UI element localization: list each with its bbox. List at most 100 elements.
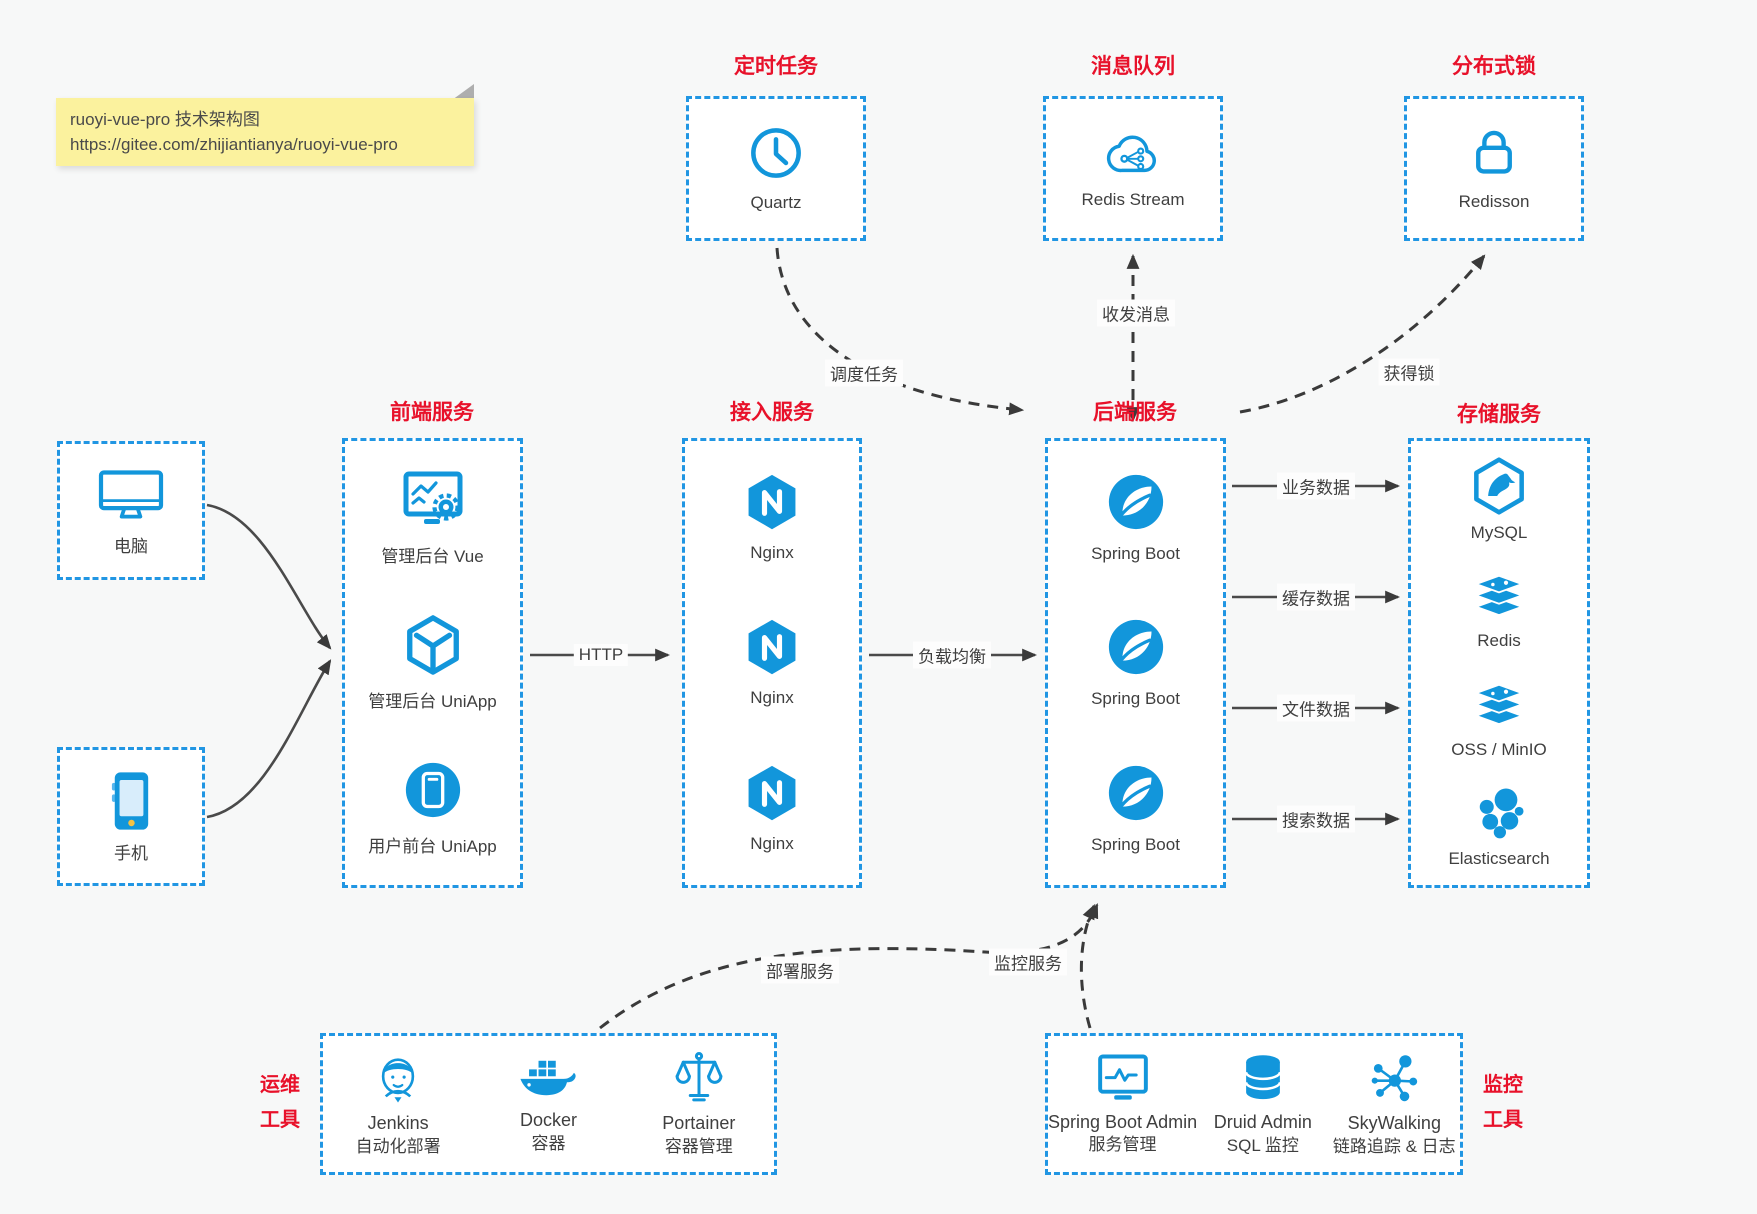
- edge-label-deploy-service: 部署服务: [761, 956, 839, 984]
- sticky-note: ruoyi-vue-pro 技术架构图 https://gitee.com/zh…: [56, 98, 474, 166]
- edge-label-send-receive-msg: 收发消息: [1097, 299, 1175, 327]
- node-quartz: Quartz: [689, 103, 863, 234]
- node-label: Nginx: [750, 833, 794, 853]
- node-docker: Docker 容器: [473, 1036, 623, 1172]
- node-portainer: Portainer 容器管理: [624, 1036, 774, 1172]
- tool-name: Docker: [519, 1110, 577, 1131]
- node-label: 手机: [114, 843, 148, 863]
- ops-tools-box: Jenkins 自动化部署 Docker 容器: [320, 1033, 777, 1175]
- node-label: Spring Boot: [1091, 834, 1180, 854]
- title-message-queue: 消息队列: [1091, 55, 1175, 78]
- spring-icon: [1108, 620, 1163, 675]
- redis-stack-icon: [1475, 574, 1523, 616]
- node-label: Nginx: [750, 688, 794, 708]
- tool-desc: 服务管理: [1088, 1135, 1157, 1155]
- tool-desc: 容器: [531, 1133, 566, 1153]
- admin-vue-icon: [403, 471, 462, 524]
- edge-phone-to-frontend: [206, 659, 332, 819]
- node-nginx-2: Nginx: [685, 590, 859, 735]
- node-label: Elasticsearch: [1448, 848, 1550, 868]
- edge-label-http: HTTP: [573, 644, 629, 666]
- node-label: 管理后台 UniApp: [368, 691, 497, 711]
- jenkins-icon: [381, 1058, 415, 1103]
- tool-name: Druid Admin: [1213, 1112, 1312, 1133]
- druid-icon: [1244, 1055, 1281, 1100]
- tool-name: Spring Boot Admin: [1048, 1111, 1198, 1132]
- note-fold-corner: [452, 84, 474, 100]
- phone-box: 手机: [57, 747, 205, 886]
- note-title: ruoyi-vue-pro 技术架构图: [70, 110, 260, 129]
- sba-icon: [1097, 1054, 1148, 1100]
- distributed-lock-box: Redisson: [1404, 96, 1584, 241]
- title-monitor-tools: 监控 工具: [1483, 1074, 1523, 1131]
- spring-icon: [1108, 765, 1163, 820]
- edge-monitor-service: [1079, 904, 1096, 1029]
- node-jenkins: Jenkins 自动化部署: [323, 1036, 473, 1172]
- node-label: Spring Boot: [1091, 544, 1180, 564]
- backend-box: Spring Boot Spring Boot Spring Boot: [1045, 438, 1226, 888]
- node-oss-minio: OSS / MinIO: [1411, 663, 1587, 772]
- node-user-uniapp: 用户前台 UniApp: [345, 736, 520, 881]
- node-phone: 手机: [60, 754, 202, 879]
- tool-desc: 容器管理: [664, 1136, 733, 1156]
- tool-name: SkyWalking: [1347, 1113, 1441, 1134]
- tool-desc: SQL 监控: [1226, 1135, 1299, 1155]
- node-label: Redisson: [1458, 192, 1530, 211]
- tool-name: Jenkins: [367, 1113, 429, 1134]
- title-ops-tools: 运维 工具: [260, 1074, 300, 1131]
- node-label: MySQL: [1470, 522, 1528, 542]
- title-frontend-services: 前端服务: [390, 401, 474, 424]
- pc-box: 电脑: [57, 441, 205, 580]
- edge-label-business-data: 业务数据: [1277, 472, 1355, 500]
- cube-icon: [406, 615, 459, 675]
- node-redisson: Redisson: [1407, 103, 1581, 234]
- title-scheduled-tasks: 定时任务: [734, 55, 818, 78]
- edge-pc-to-frontend: [206, 503, 332, 650]
- node-label: 用户前台 UniApp: [368, 837, 497, 857]
- clock-icon: [751, 128, 801, 178]
- title-distributed-lock: 分布式锁: [1452, 55, 1536, 78]
- title-storage-services: 存储服务: [1457, 403, 1541, 426]
- storage-box: MySQL Redis: [1408, 438, 1590, 888]
- portainer-icon: [675, 1052, 723, 1102]
- phone-circle-icon: [405, 763, 460, 818]
- node-label: OSS / MinIO: [1451, 739, 1547, 759]
- docker-icon: [520, 1061, 577, 1096]
- node-label: Redis Stream: [1081, 190, 1185, 209]
- note-url: https://gitee.com/zhijiantianya/ruoyi-vu…: [70, 134, 398, 154]
- edge-label-load-balance: 负载均衡: [913, 641, 991, 669]
- node-springboot-2: Spring Boot: [1048, 590, 1223, 735]
- node-nginx-3: Nginx: [685, 736, 859, 881]
- node-springboot-1: Spring Boot: [1048, 445, 1223, 590]
- tool-desc: 链路追踪 & 日志: [1332, 1136, 1456, 1156]
- node-elasticsearch: Elasticsearch: [1411, 772, 1587, 881]
- node-springboot-3: Spring Boot: [1048, 736, 1223, 881]
- gateway-box: Nginx Nginx Nginx: [682, 438, 862, 888]
- monitor-tools-box: Spring Boot Admin 服务管理 Druid Admin SQL 监…: [1045, 1033, 1463, 1175]
- node-druid-admin: Druid Admin SQL 监控: [1197, 1036, 1328, 1172]
- spring-icon: [1108, 475, 1163, 530]
- edge-label-schedule-task: 调度任务: [825, 359, 903, 387]
- node-mysql: MySQL: [1411, 445, 1587, 554]
- node-label: 电脑: [114, 536, 148, 556]
- node-pc: 电脑: [60, 448, 202, 573]
- node-label: 管理后台 Vue: [381, 546, 484, 566]
- node-skywalking: SkyWalking 链路追踪 & 日志: [1329, 1036, 1460, 1172]
- smartphone-icon: [111, 771, 149, 830]
- node-label: Quartz: [750, 193, 802, 212]
- nginx-icon: [748, 474, 796, 530]
- node-spring-boot-admin: Spring Boot Admin 服务管理: [1048, 1036, 1197, 1172]
- edge-acquire-lock: [1239, 254, 1486, 414]
- node-label: Redis: [1477, 630, 1521, 650]
- lock-icon: [1476, 130, 1512, 174]
- nginx-icon: [748, 620, 796, 675]
- node-label: Nginx: [750, 543, 794, 563]
- node-redis: Redis: [1411, 554, 1587, 663]
- title-gateway-services: 接入服务: [730, 401, 814, 424]
- node-redis-stream: Redis Stream: [1046, 103, 1220, 234]
- node-admin-vue: 管理后台 Vue: [345, 445, 520, 590]
- edge-label-acquire-lock: 获得锁: [1378, 358, 1440, 386]
- mysql-icon: [1474, 456, 1524, 515]
- title-backend-services: 后端服务: [1093, 401, 1177, 424]
